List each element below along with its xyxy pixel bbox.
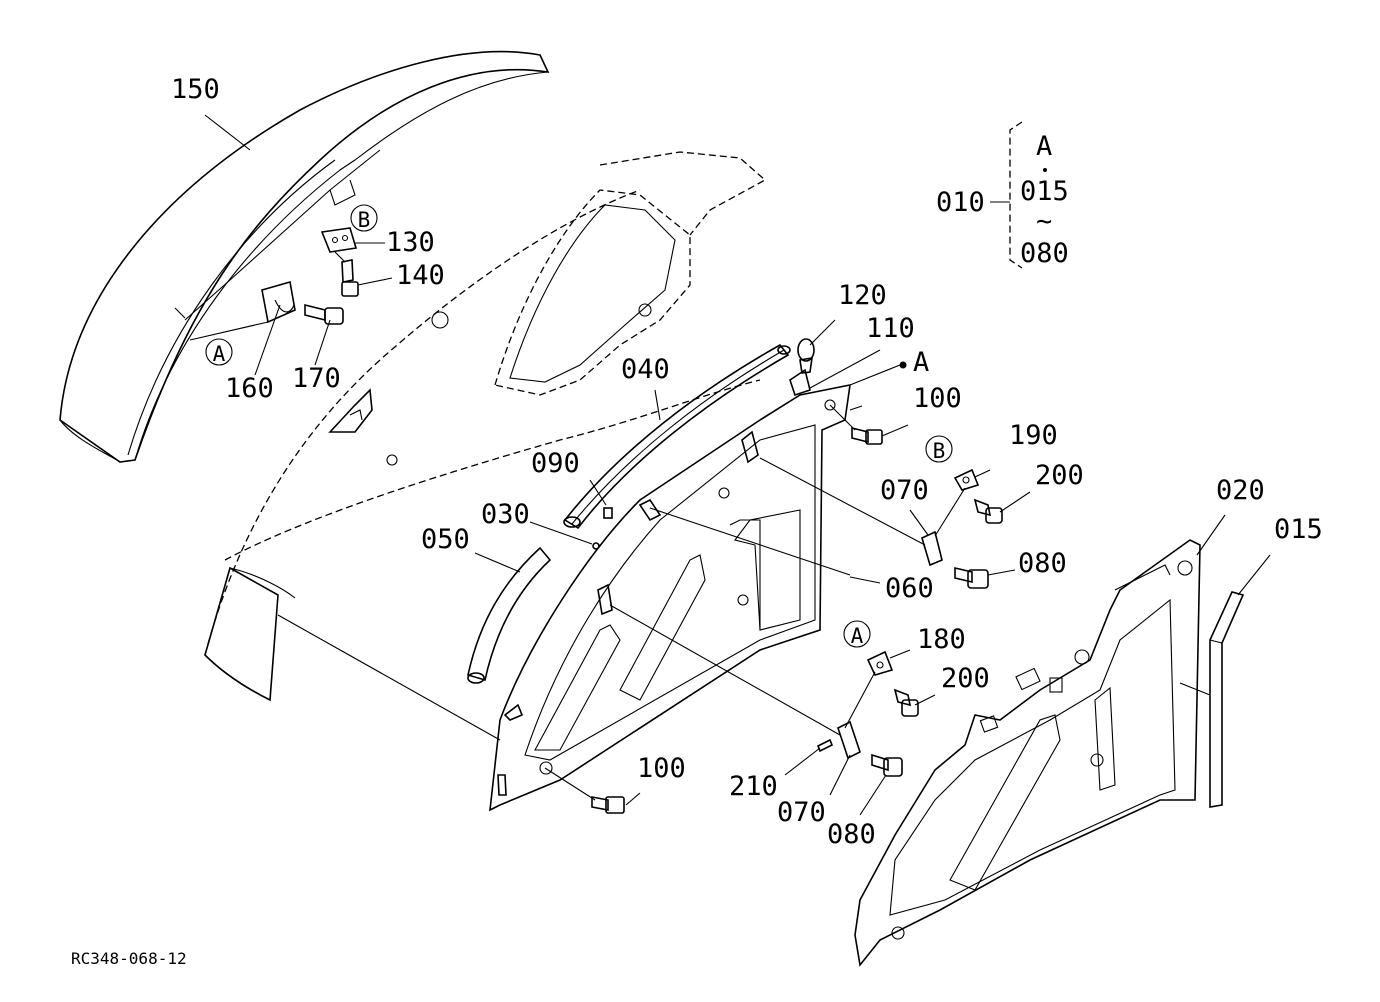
hinge-bracket-lower: [597, 583, 613, 616]
reference-dot-a: [899, 361, 907, 369]
leader-lines: [174, 114, 1271, 816]
drawing-id: RC348-068-12: [71, 949, 187, 968]
inner-panel: [489, 383, 851, 812]
part-labels: 150 130 140 160 170 120 110 A 100 040 09…: [171, 74, 1323, 850]
label-080-upper: 080: [1018, 548, 1067, 579]
label-030: 030: [481, 499, 530, 530]
pin-090: [603, 507, 613, 519]
label-160: 160: [225, 373, 274, 404]
seal-050: [467, 546, 552, 684]
svg-text:A: A: [213, 342, 226, 366]
bolt-100-upper: [851, 426, 883, 445]
legend-item: 010: [936, 187, 985, 218]
outer-panel-020: [854, 539, 1201, 967]
label-100-upper: 100: [913, 383, 962, 414]
knob-120: [797, 338, 815, 374]
callout-b-top: B: [350, 204, 378, 232]
label-050: 050: [421, 524, 470, 555]
label-070-upper: 070: [880, 475, 929, 506]
clip-110: [789, 368, 811, 397]
svg-text:B: B: [358, 208, 371, 232]
label-200-lower: 200: [941, 663, 990, 694]
label-015: 015: [1274, 514, 1323, 545]
bracket-160: [261, 280, 296, 324]
bolt-200-lower: [893, 688, 919, 717]
bolt-080-lower: [871, 753, 903, 777]
label-130: 130: [386, 227, 435, 258]
fender-shell-150: [59, 50, 550, 463]
label-ref-a: A: [913, 347, 929, 378]
label-090: 090: [531, 448, 580, 479]
washer-030: [592, 542, 600, 550]
label-210: 210: [729, 771, 778, 802]
label-060: 060: [885, 573, 934, 604]
label-070-lower: 070: [777, 797, 826, 828]
legend-from: 015: [1020, 176, 1069, 207]
label-120: 120: [838, 280, 887, 311]
label-080-lower: 080: [827, 819, 876, 850]
bolt-200-upper: [973, 498, 1003, 524]
label-200-upper: 200: [1035, 460, 1084, 491]
bolt-080-upper: [954, 566, 989, 589]
bracket-130: [320, 227, 358, 253]
svg-text:A: A: [851, 624, 864, 648]
bolt-140: [341, 259, 359, 297]
legend-top-ref: A: [1036, 131, 1052, 162]
bolt-170: [304, 303, 344, 325]
seal-strip-015: [1209, 591, 1245, 808]
label-140: 140: [396, 260, 445, 291]
bracket-190: [953, 468, 980, 491]
label-190: 190: [1009, 420, 1058, 451]
label-040: 040: [621, 354, 670, 385]
svg-text:B: B: [933, 439, 946, 463]
label-020: 020: [1216, 475, 1265, 506]
bolt-100-lower: [591, 796, 625, 814]
assembly-legend: 010 A 015 ~ 080: [936, 121, 1069, 269]
legend-to: 080: [1020, 238, 1069, 269]
callout-a-lower: A: [843, 620, 871, 648]
bracket-070-upper: [921, 530, 943, 567]
callout-b-right: B: [925, 435, 953, 463]
legend-range-mark: ~: [1036, 206, 1052, 237]
label-180: 180: [917, 624, 966, 655]
pin-210: [816, 738, 834, 753]
label-150: 150: [171, 74, 220, 105]
hinge-bracket-upper: [638, 430, 759, 522]
label-110: 110: [866, 313, 915, 344]
bracket-180: [866, 650, 894, 676]
label-170: 170: [292, 363, 341, 394]
bracket-070-lower: [837, 720, 861, 760]
label-100-lower: 100: [637, 753, 686, 784]
weatherstrip-040: [563, 343, 791, 530]
callout-a-left: A: [205, 338, 233, 366]
